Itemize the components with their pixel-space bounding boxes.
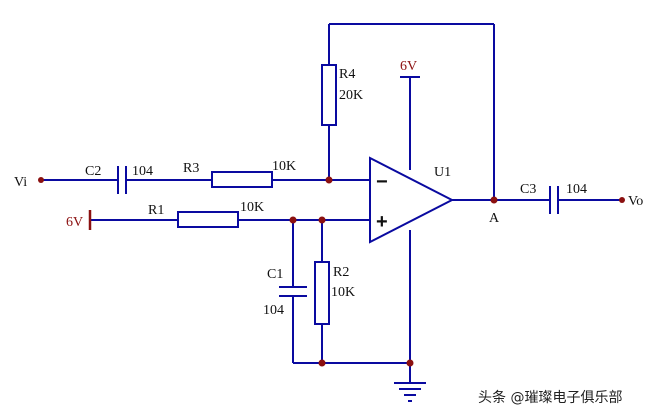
- opamp-u1: [369, 156, 455, 244]
- resistor-r2: [314, 261, 330, 325]
- c2-value: 104: [132, 164, 153, 179]
- r3-value: 10K: [272, 159, 296, 174]
- wires: [41, 23, 622, 383]
- label-supply-top: 6V: [400, 59, 417, 74]
- label-supply-left: 6V: [66, 215, 83, 230]
- node-vo: [619, 197, 625, 203]
- node-a: [490, 196, 498, 204]
- resistor-r3: [211, 171, 273, 188]
- node-plus-c1: [289, 216, 297, 224]
- ground-icon: [394, 382, 426, 402]
- c1-value: 104: [263, 303, 284, 318]
- c1-name: C1: [267, 267, 283, 282]
- opamp-plus-sign: +: [376, 211, 388, 233]
- r4-value: 20K: [339, 88, 363, 103]
- r2-name: R2: [333, 265, 349, 280]
- r1-name: R1: [148, 203, 164, 218]
- c2-name: C2: [85, 164, 101, 179]
- node-vi: [38, 177, 44, 183]
- node-ground-r2: [318, 359, 326, 367]
- node-ground-opamp: [406, 359, 414, 367]
- label-vo: Vo: [628, 194, 643, 209]
- node-plus-r2: [318, 216, 326, 224]
- resistor-r4: [321, 64, 337, 126]
- watermark: 头条 @璀璨电子俱乐部: [478, 389, 622, 406]
- c3-name: C3: [520, 182, 536, 197]
- label-vi: Vi: [14, 175, 27, 190]
- r3-name: R3: [183, 161, 199, 176]
- junction-nodes: [38, 176, 625, 367]
- capacitor-c2: [117, 166, 127, 194]
- opamp-minus-sign: −: [376, 171, 388, 193]
- capacitor-c1: [279, 286, 307, 297]
- resistor-r1: [177, 211, 239, 228]
- capacitor-c3: [549, 186, 559, 214]
- c3-value: 104: [566, 182, 587, 197]
- r4-name: R4: [339, 67, 355, 82]
- r1-value: 10K: [240, 200, 264, 215]
- node-minus: [325, 176, 333, 184]
- label-opamp: U1: [434, 165, 451, 180]
- label-node-a: A: [489, 211, 500, 226]
- r2-value: 10K: [331, 285, 355, 300]
